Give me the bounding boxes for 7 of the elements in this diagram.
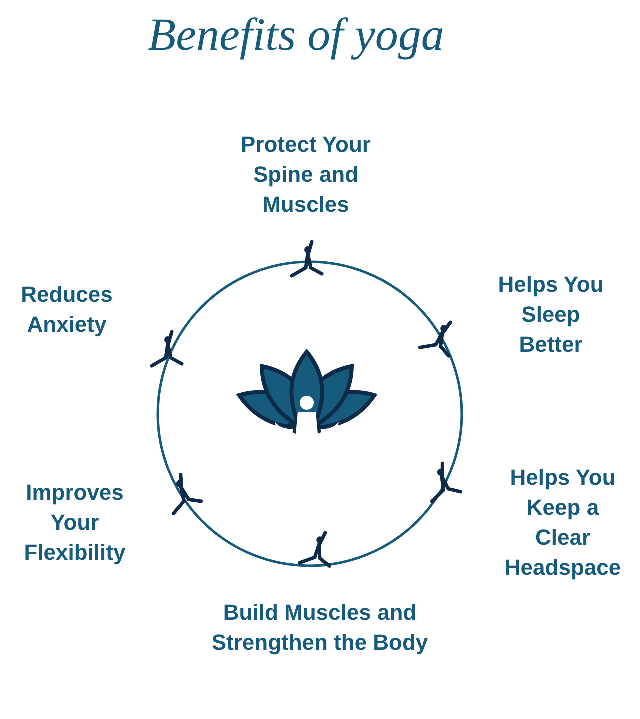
benefit-label: Helps You Sleep Better [497,271,605,359]
title: Benefits of yoga [148,8,444,61]
benefit-label: Helps You Keep a Clear Headspace [504,464,622,582]
benefit-label: Protect Your Spine and Muscles [240,131,372,219]
benefit-label: Reduces Anxiety [20,281,114,339]
benefit-label: Build Muscles and Strengthen the Body [210,599,430,657]
benefit-label: Improves Your Flexibility [23,479,127,567]
